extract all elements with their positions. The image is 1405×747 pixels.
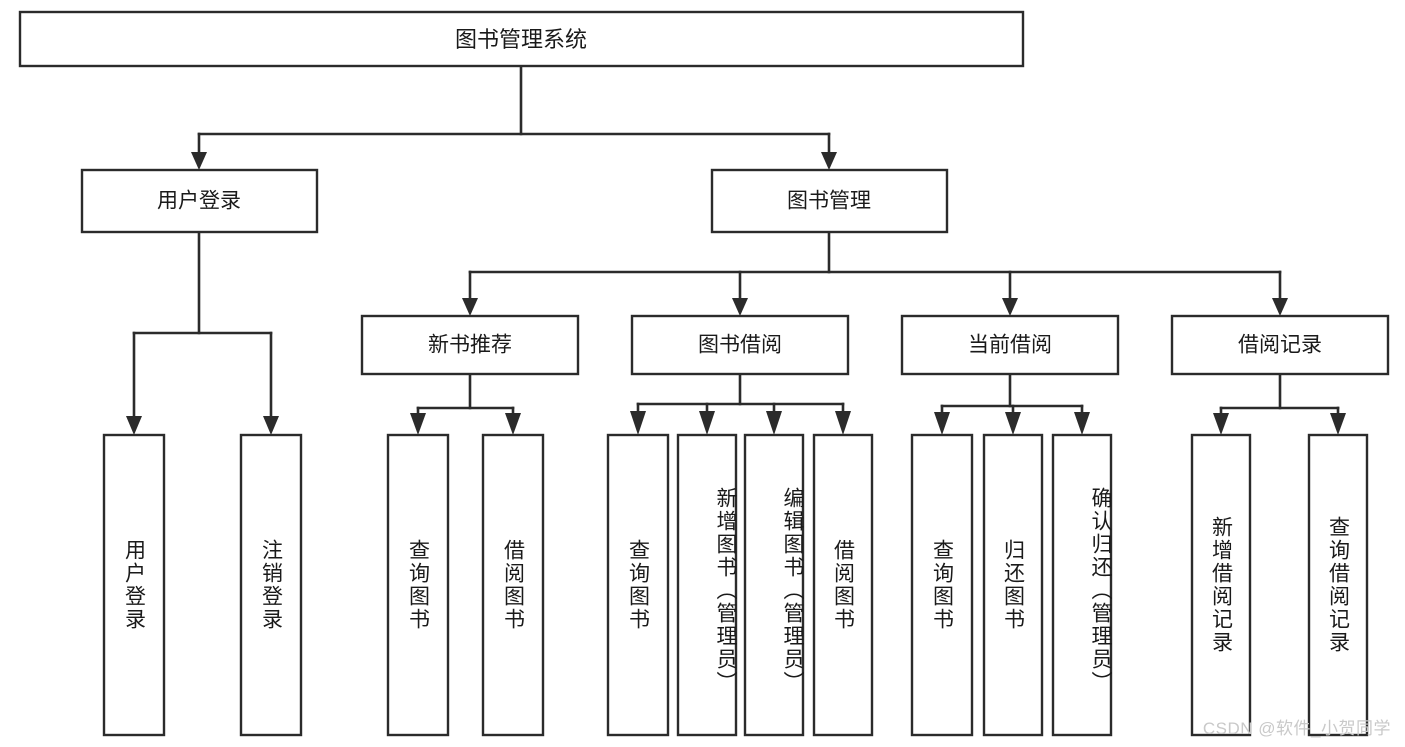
- node-leaf-add-book-admin-box[interactable]: [676, 433, 738, 737]
- node-borrow-record-box[interactable]: [1170, 314, 1390, 376]
- connector-layer: [126, 64, 1346, 435]
- arrow-head-book-manage: [821, 152, 837, 170]
- node-leaf-return-book-box[interactable]: [982, 433, 1044, 737]
- node-layer: [18, 10, 1390, 737]
- arrow-head-leaf-query-book-cur: [934, 412, 950, 435]
- arrow-head-user-login: [191, 152, 207, 170]
- horizontal-label-layer: 图书管理系统 用户登录 图书管理 新书推荐 图书借阅 当前借阅 借阅记录: [157, 27, 1322, 357]
- node-book-borrow-label: 图书借阅: [698, 334, 782, 357]
- arrow-head-leaf-query-book-borrow: [630, 411, 646, 435]
- arrow-head-leaf-return-book: [1005, 412, 1021, 435]
- node-user-login-box[interactable]: [80, 168, 319, 234]
- node-leaf-query-book-borrow-box[interactable]: [606, 433, 670, 737]
- node-book-borrow-box[interactable]: [630, 314, 850, 376]
- node-user-login-label: 用户登录: [157, 190, 241, 213]
- node-leaf-borrow-book-box[interactable]: [812, 433, 874, 737]
- node-current-borrow-box[interactable]: [900, 314, 1120, 376]
- arrow-head-leaf-borrow-book: [835, 411, 851, 435]
- arrow-head-leaf-edit-book-admin: [766, 411, 782, 435]
- arrow-head-leaf-user-login: [126, 416, 142, 435]
- node-leaf-query-book-cur-box[interactable]: [910, 433, 974, 737]
- node-book-manage-box[interactable]: [710, 168, 949, 234]
- arrow-head-new-book-recommend: [462, 298, 478, 316]
- node-borrow-record-label: 借阅记录: [1238, 334, 1322, 357]
- arrow-head-leaf-borrow-book-rec: [505, 413, 521, 435]
- node-leaf-query-borrow-record-box[interactable]: [1307, 433, 1369, 737]
- node-root-label: 图书管理系统: [455, 27, 587, 52]
- arrow-head-leaf-query-borrow-record: [1330, 413, 1346, 435]
- node-leaf-edit-book-admin-box[interactable]: [743, 433, 805, 737]
- node-new-book-recommend-box[interactable]: [360, 314, 580, 376]
- arrow-head-leaf-add-book-admin: [699, 411, 715, 435]
- node-leaf-user-logout-box[interactable]: [239, 433, 303, 737]
- node-root-box[interactable]: [18, 10, 1025, 68]
- node-leaf-borrow-book-rec-box[interactable]: [481, 433, 545, 737]
- arrow-head-borrow-record: [1272, 298, 1288, 316]
- arrow-head-leaf-add-borrow-record: [1213, 413, 1229, 435]
- arrow-head-book-borrow: [732, 298, 748, 316]
- node-book-manage-label: 图书管理: [787, 190, 871, 213]
- node-leaf-confirm-return-admin-box[interactable]: [1051, 433, 1113, 737]
- arrow-head-leaf-user-logout: [263, 416, 279, 435]
- node-leaf-query-book-rec-box[interactable]: [386, 433, 450, 737]
- arrow-head-leaf-query-book-rec: [410, 413, 426, 435]
- node-current-borrow-label: 当前借阅: [968, 334, 1052, 357]
- arrow-head-current-borrow: [1002, 298, 1018, 316]
- node-leaf-add-borrow-record-box[interactable]: [1190, 433, 1252, 737]
- node-leaf-user-login-box[interactable]: [102, 433, 166, 737]
- node-new-book-recommend-label: 新书推荐: [428, 334, 512, 357]
- csdn-watermark: CSDN @软件_小贺同学: [1202, 719, 1391, 738]
- arrow-head-leaf-confirm-return-admin: [1074, 412, 1090, 435]
